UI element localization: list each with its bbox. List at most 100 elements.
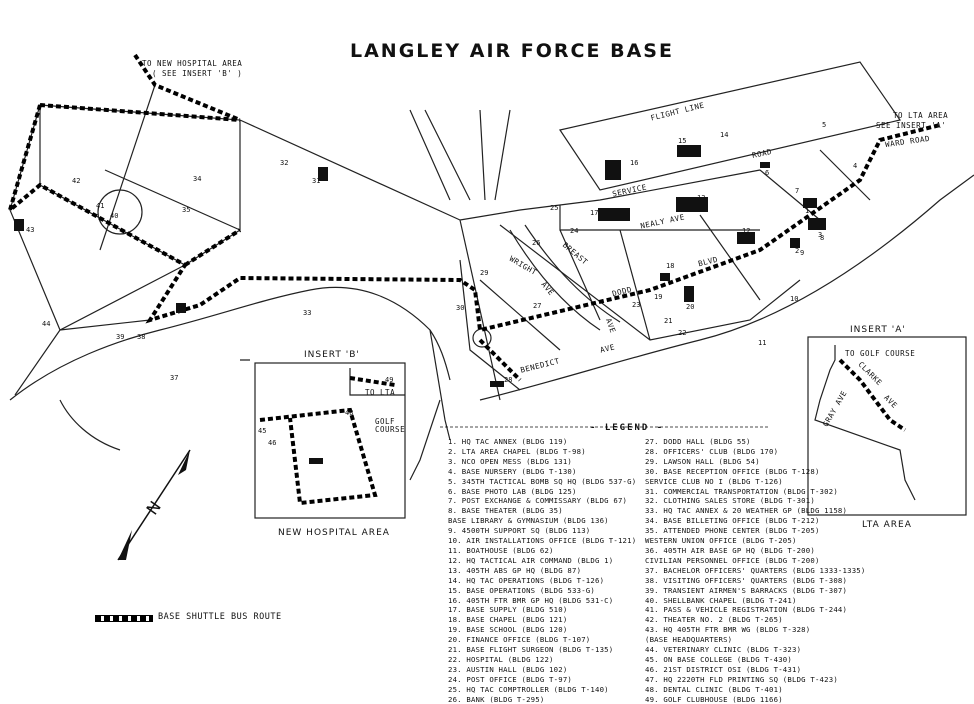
building-marker-5: 5: [822, 121, 827, 129]
legend-item: 31. COMMERCIAL TRANSPORTATION (BLDG T-30…: [645, 486, 838, 496]
building-marker-22: 22: [678, 329, 687, 337]
new-hospital-area-title: NEW HOSPITAL AREA: [278, 528, 390, 538]
legend-item: 43. HQ 405TH FTR BMR WG (BLDG T-328): [645, 625, 811, 635]
legend-item: SERVICE CLUB NO I (BLDG T-126): [645, 476, 783, 486]
building-marker-30: 30: [456, 304, 465, 312]
legend-item: 26. BANK (BLDG T-295): [448, 694, 545, 704]
legend-item: CIVILIAN PERSONNEL OFFICE (BLDG T-200): [645, 555, 820, 565]
runway-east: [409, 109, 511, 201]
label-see-insert-b: ( SEE INSERT 'B' ): [152, 69, 243, 78]
legend-item: 36. 405TH AIR BASE GP HQ (BLDG T-200): [645, 545, 815, 555]
legend-item: 9. 4500TH SUPPORT SQ (BLDG 113): [448, 526, 591, 536]
legend-item: 10. AIR INSTALLATIONS OFFICE (BLDG T-121…: [448, 536, 637, 546]
map-title: LANGLEY AIR FORCE BASE: [350, 40, 674, 62]
legend-item: 27. DODD HALL (BLDG 55): [645, 437, 751, 446]
legend-item: 48. DENTAL CLINIC (BLDG T-401): [645, 684, 783, 694]
shoreline-south: [59, 359, 250, 451]
legend-item: 40. SHELLBANK CHAPEL (BLDG T-241): [645, 595, 797, 605]
insert-a-frame: [807, 336, 967, 516]
legend-item: 19. BASE SCHOOL (BLDG 120): [448, 625, 568, 635]
building-marker-21: 21: [664, 317, 673, 325]
legend-item: 47. HQ 2220TH FLD PRINTING SQ (BLDG T-42…: [645, 674, 838, 684]
shoreline-river: [409, 399, 441, 481]
label-golf-course: GOLF COURSE: [375, 417, 406, 434]
building-marker-18: 18: [666, 262, 675, 270]
legend-item: 16. 405TH FTR BMR GP HQ (BLDG 531-C): [448, 595, 614, 605]
legend-item: 32. CLOTHING SALES STORE (BLDG T-301): [645, 496, 815, 506]
legend-item: 29. LAWSON HALL (BLDG 54): [645, 456, 760, 466]
legend-item: 17. BASE SUPPLY (BLDG 510): [448, 605, 568, 615]
wright-arc: [509, 224, 621, 331]
building-marker-9: 9: [800, 249, 805, 257]
building-marker-32: 32: [280, 159, 289, 167]
legend-item: 41. PASS & VEHICLE REGISTRATION (BLDG T-…: [645, 605, 848, 615]
shuttle-route-swatch: [95, 615, 153, 622]
legend-item: 14. HQ TAC OPERATIONS (BLDG T-126): [448, 575, 605, 585]
building-marker-2: 2: [795, 247, 800, 255]
legend-item: 20. FINANCE OFFICE (BLDG T-107): [448, 635, 591, 645]
building-marker-26: 26: [532, 239, 541, 247]
legend-item: (BASE HEADQUARTERS): [645, 635, 733, 645]
legend-right-column: 27. DODD HALL (BLDG 55)28. OFFICERS' CLU…: [645, 437, 865, 704]
legend-item: 22. HOSPITAL (BLDG 122): [448, 654, 554, 664]
building-marker-28: 28: [504, 376, 513, 384]
buildings: [14, 145, 826, 464]
building-marker-44: 44: [42, 320, 51, 328]
legend-item: 5. 345TH TACTICAL BOMB SQ HQ (BLDG 537-G…: [448, 476, 637, 486]
legend-item: 13. 405TH ABS GP HQ (BLDG 87): [448, 565, 582, 575]
legend-item: 42. THEATER NO. 2 (BLDG T-265): [645, 615, 783, 625]
legend-item: 8. BASE THEATER (BLDG 35): [448, 506, 563, 516]
building-marker-35: 35: [182, 206, 191, 214]
building-marker-48: 48: [345, 409, 354, 417]
legend-item: 39. TRANSIENT AIRMEN'S BARRACKS (BLDG T-…: [645, 585, 848, 595]
legend-item: 23. AUSTIN HALL (BLDG 102): [448, 664, 568, 674]
building-marker-27: 27: [533, 302, 542, 310]
legend-item: 18. BASE CHAPEL (BLDG 121): [448, 615, 568, 625]
legend-item: 3. NCO OPEN MESS (BLDG 131): [448, 456, 573, 466]
legend-item: 30. BASE RECEPTION OFFICE (BLDG T-128): [645, 466, 820, 476]
building-marker-23: 23: [632, 301, 641, 309]
building-marker-13: 13: [697, 194, 706, 202]
label-to-lta-area: TO LTA AREA: [893, 111, 949, 120]
building-marker-16: 16: [630, 159, 639, 167]
legend-item: 11. BOATHOUSE (BLDG 62): [448, 545, 554, 555]
shuttle-route: [6, 53, 941, 382]
legend-item: 12. HQ TACTICAL AIR COMMAND (BLDG 1): [448, 555, 614, 565]
legend-item: WESTERN UNION OFFICE (BLDG T-205): [645, 536, 797, 546]
building-marker-1: 1: [805, 207, 810, 215]
flight-line-apron: [559, 61, 901, 191]
building-marker-24: 24: [570, 227, 579, 235]
legend-item: 4. BASE NURSERY (BLDG T-130): [448, 466, 577, 476]
building-marker-14: 14: [720, 131, 729, 139]
building-marker-11: 11: [758, 339, 767, 347]
shuttle-route-label: BASE SHUTTLE BUS ROUTE: [158, 612, 282, 622]
insert-b-frame: [254, 362, 406, 519]
building-marker-37: 37: [170, 374, 179, 382]
building-marker-15: 15: [678, 137, 687, 145]
legend-item: 38. VISITING OFFICERS' QUARTERS (BLDG T-…: [645, 575, 848, 585]
legend-item: 15. BASE OPERATIONS (BLDG 533-G): [448, 585, 595, 595]
building-marker-25: 25: [550, 204, 559, 212]
building-marker-45: 45: [258, 427, 267, 435]
legend-title: - LEGEND -: [590, 423, 665, 433]
legend-item: 37. BACHELOR OFFICERS' QUARTERS (BLDG 13…: [645, 565, 866, 575]
legend-item: 35. ATTENDED PHONE CENTER (BLDG T-205): [645, 526, 820, 536]
building-marker-38: 38: [137, 333, 146, 341]
legend-item: 28. OFFICERS' CLUB (BLDG 170): [645, 446, 779, 456]
legend-item: 45. ON BASE COLLEGE (BLDG T-430): [645, 654, 792, 664]
building-marker-42: 42: [72, 177, 81, 185]
legend-item: 2. LTA AREA CHAPEL (BLDG T-98): [448, 446, 586, 456]
label-to-lta: TO LTA: [365, 388, 396, 397]
building-marker-19: 19: [654, 293, 663, 301]
building-marker-3: 3: [818, 231, 823, 239]
chapel-loop: [97, 189, 143, 235]
building-marker-43: 43: [26, 226, 35, 234]
insert-a-title: INSERT 'A': [850, 325, 906, 335]
building-marker-41: 41: [96, 202, 105, 210]
building-marker-33: 33: [303, 309, 312, 317]
legend-item: BASE LIBRARY & GYMNASIUM (BLDG 136): [448, 516, 609, 526]
label-see-insert-a: SEE INSERT 'A': [876, 121, 947, 130]
building-marker-6: 6: [765, 169, 770, 177]
building-marker-8: 8: [820, 234, 825, 242]
